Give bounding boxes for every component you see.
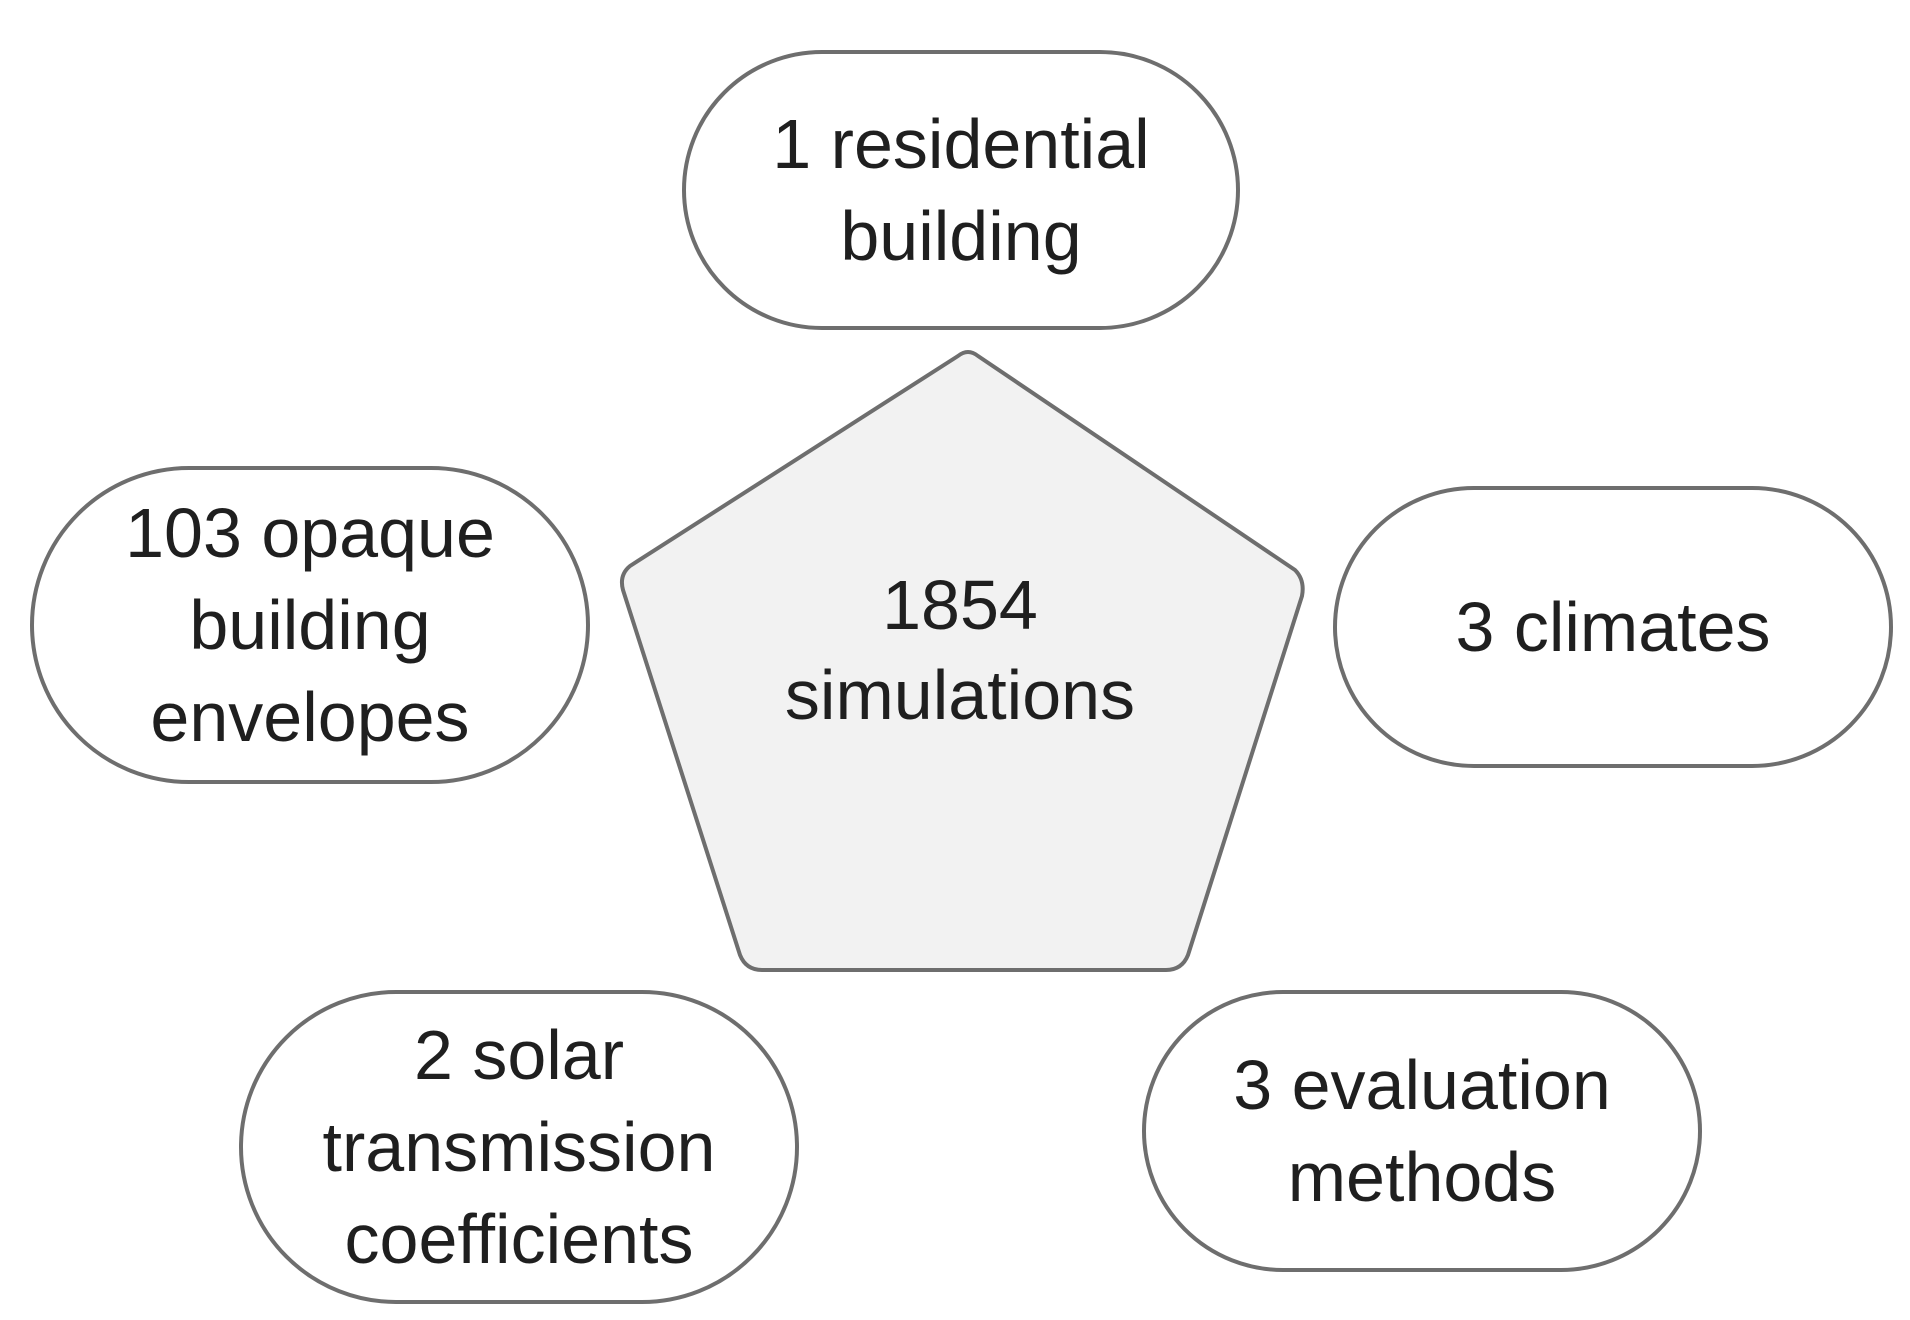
factor-opaque-envelopes: 103 opaque building envelopes <box>30 466 590 784</box>
factor-climates-label: 3 climates <box>1455 588 1771 666</box>
center-pentagon <box>619 350 1305 972</box>
center-label: 1854 simulations <box>680 560 1240 740</box>
factor-evaluation-methods-label: 3 evaluation methods <box>1233 1046 1611 1216</box>
center-count: 1854 <box>882 566 1038 644</box>
factor-solar-transmission-label: 2 solar transmission coefficients <box>322 1016 716 1278</box>
factor-opaque-envelopes-label: 103 opaque building envelopes <box>125 494 495 756</box>
factor-evaluation-methods: 3 evaluation methods <box>1142 990 1702 1272</box>
factor-solar-transmission: 2 solar transmission coefficients <box>239 990 799 1304</box>
factor-climates: 3 climates <box>1333 486 1893 768</box>
center-caption: simulations <box>784 656 1136 734</box>
factor-residential-building: 1 residential building <box>682 50 1240 330</box>
factor-residential-building-label: 1 residential building <box>772 105 1150 275</box>
